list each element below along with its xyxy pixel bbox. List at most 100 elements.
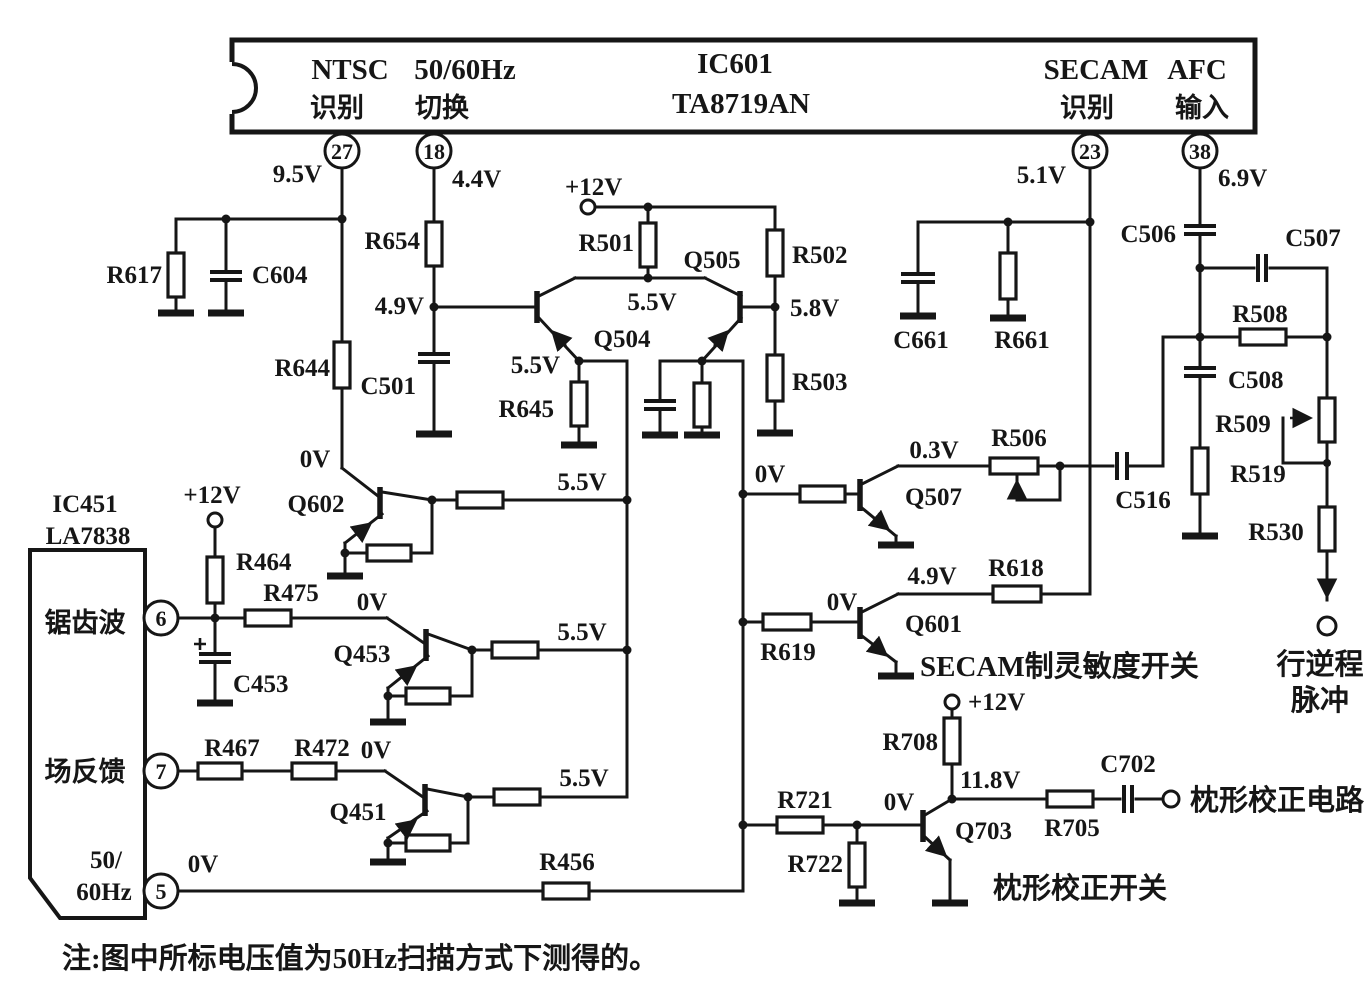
ic601-fn-ntsc: NTSC — [311, 54, 388, 86]
label-r619: R619 — [760, 639, 816, 666]
terminal-12v-left — [206, 511, 224, 529]
label-r456: R456 — [539, 849, 595, 876]
resistor-q602-feedback — [365, 543, 413, 563]
ic601-fn-afc: AFC — [1167, 54, 1227, 86]
resistor-q453-collector — [490, 640, 540, 660]
voltage-12v-bottom: +12V — [968, 689, 1025, 716]
ic-notch — [231, 62, 258, 114]
label-c604: C604 — [252, 262, 308, 289]
voltage-55-pair: 5.5V — [627, 289, 676, 316]
label-q453: Q453 — [334, 641, 391, 668]
voltage-q601-collector: 4.9V — [907, 563, 956, 590]
resistor-q451-collector — [492, 787, 542, 807]
pin38-branch: C506 C507 R508 C508 R509 R519 R530 行逆程 脉… — [1120, 166, 1364, 717]
label-r464: R464 — [236, 549, 292, 576]
pin6-row: +12V R464 R475 0V C453 — [176, 482, 427, 707]
note-text: 注:图中所标电压值为50Hz扫描方式下测得的。 — [62, 941, 658, 975]
voltage-q451-base: 0V — [361, 737, 392, 764]
voltage-55-r645: 5.5V — [511, 352, 560, 379]
terminal-12v-bottom — [943, 693, 961, 711]
ic601-fn-secam: SECAM — [1044, 54, 1149, 86]
label-r472: R472 — [294, 735, 350, 762]
voltage-q601-base: 0V — [827, 589, 858, 616]
label-q504: Q504 — [594, 326, 651, 353]
resistor-r467 — [196, 761, 244, 781]
ic451-fn-5060-b: 60Hz — [76, 879, 132, 906]
label-r661: R661 — [994, 327, 1050, 354]
pin-7-number: 7 — [156, 759, 167, 784]
label-retrace-1: 行逆程 — [1275, 647, 1363, 681]
resistor-r508 — [1238, 327, 1288, 347]
resistor-r618 — [991, 584, 1043, 604]
pin5-row: 0V R456 — [176, 849, 745, 901]
label-r705: R705 — [1044, 815, 1100, 842]
terminal-12v-top — [579, 198, 597, 216]
voltage-118: 11.8V — [960, 767, 1020, 794]
pin7-row: R467 R472 0V — [176, 735, 426, 800]
ic451-part: LA7838 — [46, 523, 131, 550]
label-q703: Q703 — [955, 818, 1012, 845]
q507-stage: 0V 0.3V R506 Q507 C516 — [741, 335, 1202, 549]
pin23-branch: C661 R661 — [893, 166, 1092, 596]
ic601-block: NTSC 50/60Hz 识别 切换 IC601 TA8719AN SECAM … — [228, 37, 1267, 193]
label-q505: Q505 — [684, 247, 741, 274]
label-r618: R618 — [988, 555, 1044, 582]
resistor-r722 — [847, 841, 867, 889]
label-r502: R502 — [792, 242, 848, 269]
pin-6-number: 6 — [156, 606, 167, 631]
ic451-fn-sawtooth: 锯齿波 — [45, 608, 127, 638]
pin-23-number: 23 — [1079, 139, 1101, 164]
voltage-58: 5.8V — [790, 295, 839, 322]
resistor-r708 — [942, 716, 962, 766]
label-c702: C702 — [1100, 751, 1156, 778]
label-r501: R501 — [578, 230, 634, 257]
label-r644: R644 — [274, 355, 330, 382]
resistor-q451-feedback — [404, 833, 452, 853]
label-c506: C506 — [1120, 221, 1176, 248]
resistor-r519 — [1190, 446, 1210, 496]
ic601-fn-5060: 50/60Hz — [414, 54, 516, 86]
label-r708: R708 — [882, 729, 938, 756]
label-r467: R467 — [204, 735, 260, 762]
resistor-r721 — [775, 815, 825, 835]
label-r503: R503 — [792, 369, 848, 396]
pin-18-number: 18 — [423, 139, 445, 164]
label-retrace-2: 脉冲 — [1291, 684, 1349, 717]
voltage-03: 0.3V — [909, 437, 958, 464]
label-pincushion-switch: 枕形校正开关 — [993, 871, 1167, 905]
resistor-r705 — [1045, 789, 1095, 809]
pin-18-voltage: 4.4V — [452, 166, 501, 193]
voltage-55-q602: 5.5V — [557, 469, 606, 496]
resistor-r502 — [765, 228, 785, 278]
label-secam-switch: SECAM制灵敏度开关 — [920, 650, 1199, 683]
terminal-pincushion — [1161, 789, 1181, 809]
label-r654: R654 — [364, 228, 420, 255]
pin27-branch: R617 C604 R644 0V — [106, 166, 381, 499]
resistor-r503 — [765, 353, 785, 403]
resistor-r456 — [541, 881, 591, 901]
label-q602: Q602 — [288, 491, 345, 518]
label-r722: R722 — [787, 851, 843, 878]
label-q601: Q601 — [905, 611, 962, 638]
voltage-12v-left: +12V — [183, 482, 240, 509]
voltage-q703-base: 0V — [884, 789, 915, 816]
label-r475: R475 — [263, 580, 319, 607]
pin18-branch: R654 4.9V C501 — [360, 166, 537, 438]
q504-q505-pair: +12V R501 Q505 5.5V Q504 5.8V R502 R503 … — [498, 174, 848, 449]
label-c453: C453 — [233, 671, 289, 698]
ic601-fn-secam-cn: 识别 — [1060, 93, 1114, 123]
resistor-r617 — [166, 251, 186, 299]
label-q507: Q507 — [905, 484, 962, 511]
q451-stage: Q451 5.5V — [330, 765, 629, 866]
resistor-q602-collector — [455, 490, 505, 510]
resistor-q453-feedback — [404, 686, 452, 706]
label-c507: C507 — [1285, 225, 1341, 252]
ic451-fn-5060-a: 50/ — [90, 847, 123, 874]
pin-23-voltage: 5.1V — [1017, 162, 1066, 189]
polarity-plus — [194, 638, 206, 650]
voltage-pin5: 0V — [188, 851, 219, 878]
resistor-r475 — [243, 608, 293, 628]
pin-27-number: 27 — [331, 139, 353, 164]
